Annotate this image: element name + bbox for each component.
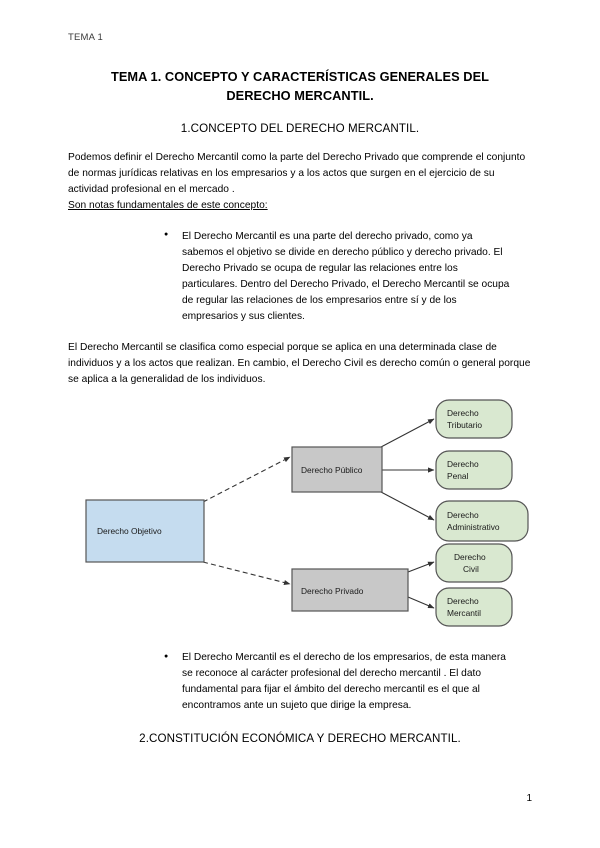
page-number: 1: [526, 793, 532, 804]
paragraph-lead-in: Son notas fundamentales de este concepto…: [68, 200, 268, 212]
diagram-node-label: Derecho Objetivo: [97, 526, 162, 536]
diagram-node-label-line-2: Civil: [463, 564, 479, 574]
bullet-list-2: El Derecho Mercantil es el derecho de lo…: [68, 649, 532, 714]
paragraph-classification: El Derecho Mercantil se clasifica como e…: [68, 342, 531, 386]
list-item: El Derecho Mercantil es el derecho de lo…: [164, 649, 512, 714]
diagram-node-label-line-1: Derecho: [447, 408, 479, 418]
paragraph-definition: Podemos definir el Derecho Mercantil com…: [68, 152, 526, 196]
connector-root-to-publico: [202, 456, 291, 503]
running-header: TEMA 1: [68, 32, 103, 43]
diagram-node-label-line-1: Derecho: [447, 596, 479, 606]
diagram-node-derecho-administrativo[interactable]: Derecho Administrativo: [435, 500, 529, 542]
document-content-lower: El Derecho Mercantil es el derecho de lo…: [68, 649, 532, 746]
diagram-node-label-line-1: Derecho: [447, 459, 479, 469]
document-content: TEMA 1. CONCEPTO Y CARACTERÍSTICAS GENER…: [68, 68, 532, 389]
diagram-node-derecho-penal[interactable]: Derecho Penal: [435, 450, 513, 490]
diagram-node-label-line-1: Derecho: [447, 510, 479, 520]
paragraph-lead-in-wrapper: Son notas fundamentales de este concepto…: [68, 198, 532, 214]
section-heading-1: 1.CONCEPTO DEL DERECHO MERCANTIL.: [180, 122, 420, 136]
connector-root-to-privado: [202, 561, 291, 586]
diagram-node-derecho-privado[interactable]: Derecho Privado: [291, 568, 409, 612]
diagram-node-derecho-civil[interactable]: Derecho Civil: [435, 543, 513, 583]
page-title-line-1: TEMA 1. CONCEPTO Y CARACTERÍSTICAS GENER…: [110, 69, 490, 84]
diagram-node-label-line-2: Mercantil: [447, 608, 481, 618]
list-item: El Derecho Mercantil es una parte del de…: [164, 228, 512, 326]
diagram-node-label-line-2: Tributario: [447, 420, 482, 430]
diagram-node-label: Derecho Privado: [301, 586, 364, 596]
connector-privado-to-mercantil: [407, 596, 435, 609]
diagram-node-label: Derecho Público: [301, 465, 363, 475]
diagram-derecho-objetivo: Derecho Objetivo Derecho Público Derecho…: [68, 392, 548, 642]
diagram-canvas: Derecho Objetivo Derecho Público Derecho…: [85, 399, 529, 627]
diagram-node-label-line-1: Derecho: [454, 552, 486, 562]
page-title-period: .: [370, 87, 374, 103]
diagram-node-derecho-publico[interactable]: Derecho Público: [291, 446, 383, 493]
diagram-node-derecho-objetivo[interactable]: Derecho Objetivo: [85, 499, 205, 563]
page-title: TEMA 1. CONCEPTO Y CARACTERÍSTICAS GENER…: [68, 68, 532, 105]
diagram-node-derecho-tributario[interactable]: Derecho Tributario: [435, 399, 513, 439]
connector-publico-to-administrativo: [380, 491, 435, 521]
connector-publico-to-tributario: [380, 418, 435, 448]
bullet-list-1: El Derecho Mercantil es una parte del de…: [68, 228, 532, 326]
page-title-line-2: DERECHO MERCANTIL: [226, 87, 371, 103]
diagram-node-label-line-2: Administrativo: [447, 522, 500, 532]
diagram-node-label-line-2: Penal: [447, 471, 469, 481]
section-heading-2: 2.CONSTITUCIÓN ECONÓMICA Y DERECHO MERCA…: [139, 732, 461, 746]
connector-privado-to-civil: [407, 561, 435, 573]
diagram-node-derecho-mercantil[interactable]: Derecho Mercantil: [435, 587, 513, 627]
